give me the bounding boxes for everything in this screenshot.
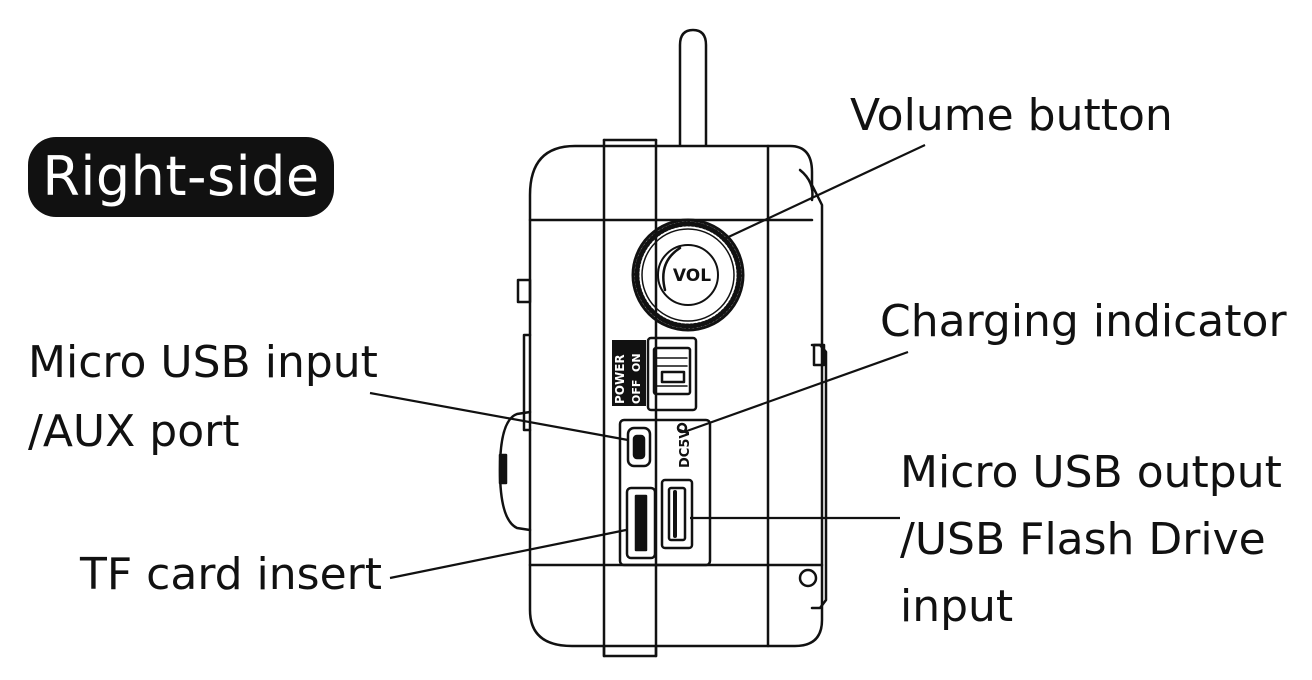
usb-output-label-2: /USB Flash Drive <box>900 514 1266 565</box>
usb-output-label-1: Micro USB output <box>900 447 1282 498</box>
right-side-badge: Right-side <box>28 137 334 217</box>
tf-card-slot <box>625 486 657 560</box>
leader-charging <box>683 350 909 434</box>
charging-indicator-label: Charging indicator <box>880 296 1287 347</box>
port-panel <box>618 418 712 567</box>
leader-volume <box>721 144 926 241</box>
power-label-block <box>612 340 646 406</box>
usb-output-label-3: input <box>900 581 1014 632</box>
power-switch <box>646 336 698 412</box>
usb-a-port <box>660 478 694 550</box>
power-label: POWER <box>613 354 627 404</box>
antenna <box>678 28 708 147</box>
micro-usb-input-label-1: Micro USB input <box>28 337 378 388</box>
volume-knob <box>631 218 745 332</box>
charging-led <box>676 422 688 434</box>
dc-label: DC5V <box>678 429 693 468</box>
on-label: ON <box>630 353 643 372</box>
tf-card-label: TF card insert <box>80 549 383 600</box>
micro-usb-port <box>626 426 652 468</box>
leader-micro-usb <box>369 391 629 442</box>
right-screw <box>798 568 818 588</box>
micro-usb-input-label-2: /AUX port <box>28 406 240 457</box>
vol-label: VOL <box>673 266 711 286</box>
off-label: OFF <box>630 380 643 404</box>
left-tab <box>516 278 532 304</box>
volume-button-label: Volume button <box>850 90 1173 141</box>
leader-tf <box>389 528 627 580</box>
